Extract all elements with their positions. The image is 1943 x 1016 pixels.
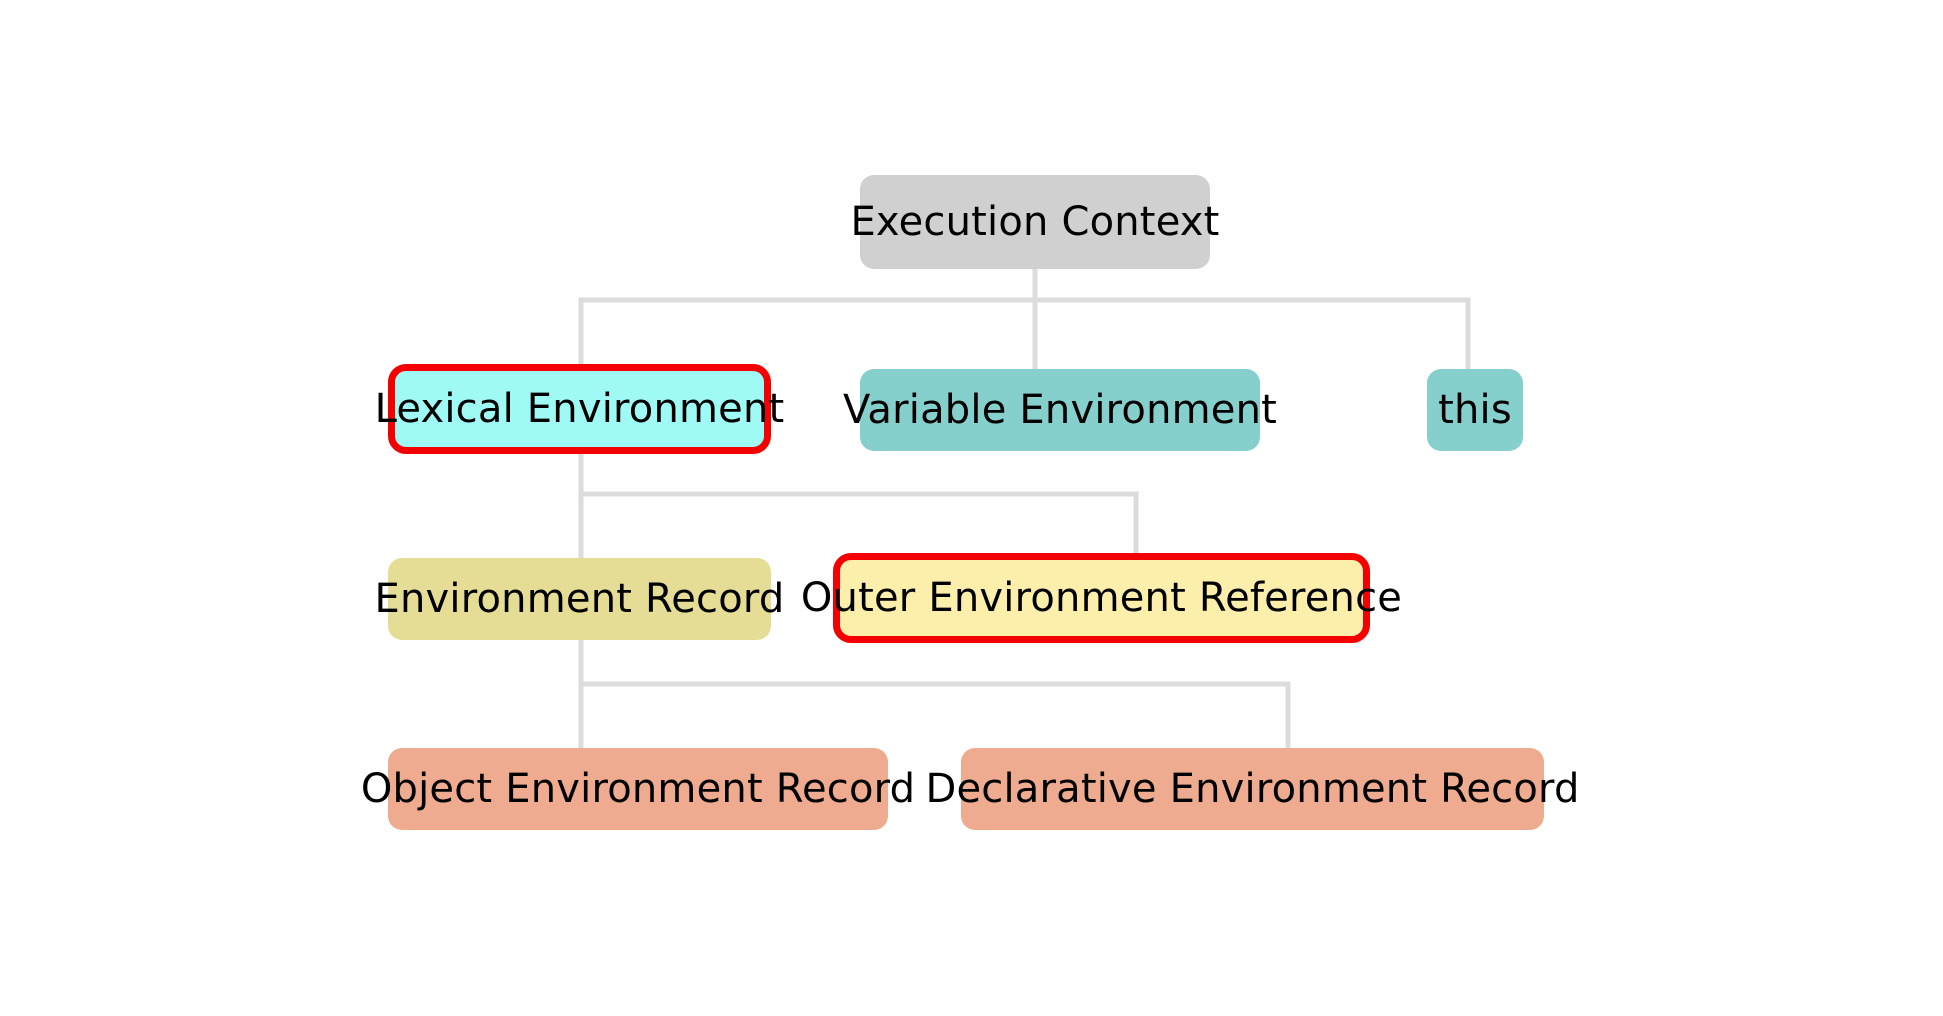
node-environment-record[interactable]: Environment Record (375, 558, 784, 640)
node-execution-context[interactable]: Execution Context (850, 175, 1219, 269)
node-declarative-environment-record[interactable]: Declarative Environment Record (925, 748, 1579, 830)
node-this[interactable]: this (1427, 369, 1523, 451)
node-label: this (1438, 387, 1512, 433)
node-label: Environment Record (374, 576, 785, 622)
node-label: Lexical Environment (374, 386, 785, 432)
node-variable-environment[interactable]: Variable Environment (843, 369, 1277, 451)
node-object-environment-record[interactable]: Object Environment Record (361, 748, 915, 830)
node-outer-environment-reference[interactable]: Outer Environment Reference (801, 553, 1402, 643)
node-label: Declarative Environment Record (925, 766, 1580, 812)
node-label: Execution Context (850, 199, 1220, 245)
node-label: Object Environment Record (360, 766, 916, 812)
node-label: Variable Environment (842, 387, 1278, 433)
node-lexical-environment[interactable]: Lexical Environment (375, 364, 784, 454)
node-label: Outer Environment Reference (800, 575, 1403, 621)
